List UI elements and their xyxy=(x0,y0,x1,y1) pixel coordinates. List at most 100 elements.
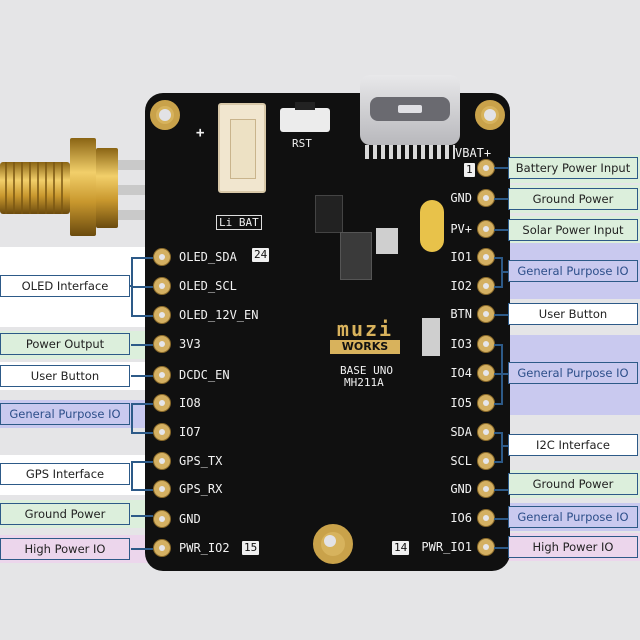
connector-line xyxy=(494,286,503,288)
label-ground-power-right-1: Ground Power xyxy=(508,188,638,210)
connector-line xyxy=(494,314,508,316)
chip-component xyxy=(315,195,343,233)
pin-pad-left xyxy=(153,277,171,295)
label-gpio-right-2: General Purpose IO xyxy=(508,362,638,384)
pin-number-15: 15 xyxy=(242,541,260,555)
pin-pad-left xyxy=(153,248,171,266)
muzi-works-logo: muzi WORKS xyxy=(330,318,400,360)
pin-number-14: 14 xyxy=(392,541,410,555)
pin-label-right: GND xyxy=(450,191,472,205)
pin-pad-left xyxy=(153,480,171,498)
pin-pad-right xyxy=(477,480,495,498)
pin-label-right: GND xyxy=(450,482,472,496)
pin-label-right: IO2 xyxy=(450,279,472,293)
connector-line xyxy=(131,461,153,463)
pin-pad-left xyxy=(153,366,171,384)
pin-pad-left xyxy=(153,452,171,470)
label-user-button-left: User Button xyxy=(0,365,130,387)
pin-label-left: OLED_12V_EN xyxy=(179,308,259,322)
pin-pad-left xyxy=(153,539,171,557)
connector-line xyxy=(494,257,503,259)
connector-line xyxy=(131,315,153,317)
connector-line xyxy=(501,432,503,462)
connector-line xyxy=(494,461,503,463)
pin-label-right: IO5 xyxy=(450,396,472,410)
pin-pad-left xyxy=(153,335,171,353)
connector-line xyxy=(494,403,503,405)
usb-c-port-icon xyxy=(360,75,460,145)
label-ground-power-right-2: Ground Power xyxy=(508,473,638,495)
connector-line xyxy=(131,489,153,491)
pin-pad-right xyxy=(477,277,495,295)
label-power-output: Power Output xyxy=(0,333,130,355)
pin-label-left: OLED_SCL xyxy=(179,279,237,293)
label-gpio-right-3: General Purpose IO xyxy=(508,506,638,528)
pin-label-right: IO4 xyxy=(450,366,472,380)
pin-pad-right xyxy=(477,394,495,412)
pin-pad-right xyxy=(477,220,495,238)
pin-pad-right xyxy=(477,159,495,177)
pin-pad-right xyxy=(477,305,495,323)
pin-label-left: IO7 xyxy=(179,425,201,439)
label-gpio-left: General Purpose IO xyxy=(0,403,130,425)
pin-pad-left xyxy=(153,306,171,324)
pin-label-right: PV+ xyxy=(450,222,472,236)
pin-pad-left xyxy=(153,394,171,412)
connector-line xyxy=(131,286,153,288)
inductor-component xyxy=(340,232,372,280)
connector-line xyxy=(131,432,153,434)
connector-line xyxy=(131,375,153,377)
pin-pad-right xyxy=(477,335,495,353)
connector-line xyxy=(501,257,503,287)
li-bat-label: Li BAT xyxy=(216,215,262,230)
connector-line xyxy=(494,198,508,200)
pin-number-1: 1 xyxy=(464,163,475,177)
pin-label-left: IO8 xyxy=(179,396,201,410)
switch-component xyxy=(422,318,440,356)
connector-line xyxy=(131,515,153,517)
label-solar-power-input: Solar Power Input xyxy=(508,219,638,241)
solar-icon xyxy=(420,200,444,252)
connector-line xyxy=(131,548,153,550)
connector-line xyxy=(503,445,508,447)
connector-line xyxy=(494,489,508,491)
mounting-hole xyxy=(150,100,180,130)
pin-label-right: IO6 xyxy=(450,511,472,525)
pin-pad-right xyxy=(477,189,495,207)
label-oled-interface: OLED Interface xyxy=(0,275,130,297)
label-i2c-interface: I2C Interface xyxy=(508,434,638,456)
pin-pad-right xyxy=(477,538,495,556)
pin-label-left: GPS_TX xyxy=(179,454,223,468)
connector-line xyxy=(494,344,503,346)
label-ground-left: Ground Power xyxy=(0,503,130,525)
connector-line xyxy=(131,257,153,259)
pcb-board xyxy=(145,93,510,571)
connector-line xyxy=(494,518,508,520)
connector-line xyxy=(494,373,508,375)
capacitor-component xyxy=(376,228,398,254)
pin-label-left: DCDC_EN xyxy=(179,368,230,382)
connector-line xyxy=(494,547,508,549)
pin-label-left: PWR_IO2 xyxy=(179,541,230,555)
pin-pad-left xyxy=(153,423,171,441)
connector-line xyxy=(131,403,133,433)
pin-label-right: BTN xyxy=(450,307,472,321)
sma-connector-icon xyxy=(0,138,160,236)
pin-label-left: GPS_RX xyxy=(179,482,223,496)
mounting-hole xyxy=(475,100,505,130)
pin-label-right: VBAT+ xyxy=(455,146,492,160)
connector-line xyxy=(494,167,508,169)
connector-line xyxy=(131,403,153,405)
connector-line xyxy=(494,229,508,231)
model-name: BASE UNO xyxy=(340,364,393,377)
reset-button-icon xyxy=(280,102,330,132)
pin-label-right: PWR_IO1 xyxy=(421,540,472,554)
pin-label-right: IO1 xyxy=(450,250,472,264)
pin-pad-right xyxy=(477,364,495,382)
model-number: MH211A xyxy=(344,376,384,389)
label-high-power-left: High Power IO xyxy=(0,538,130,560)
plus-label: + xyxy=(196,125,205,141)
pin-pad-left xyxy=(153,510,171,528)
pin-label-left: 3V3 xyxy=(179,337,201,351)
label-battery-power-input: Battery Power Input xyxy=(508,157,638,179)
